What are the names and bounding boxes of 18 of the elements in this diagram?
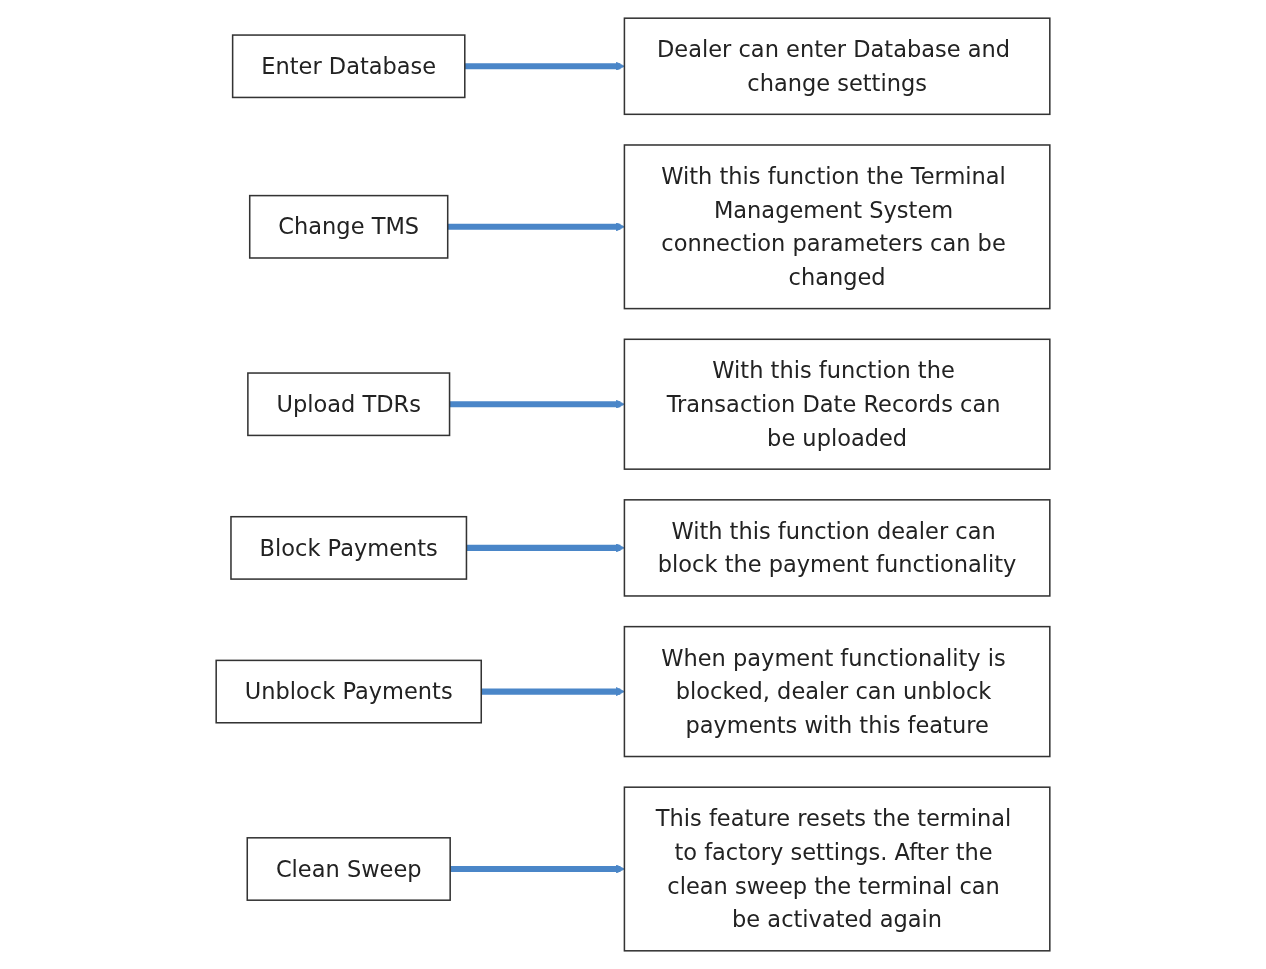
node-box: Change TMS [248, 194, 449, 259]
arrow [481, 687, 625, 697]
node-box: This feature resets the terminal to factory settings. After the clean sweep the terminal can be activated again [623, 786, 1051, 952]
node-box: Block Payments [230, 515, 468, 580]
node-box: With this function dealer can block the payment functionality [623, 499, 1051, 597]
arrow [450, 864, 625, 874]
arrow [447, 222, 625, 232]
node-box: Enter Database [231, 34, 466, 99]
node-box: With this function the Terminal Management System connection parameters can be changed [623, 144, 1051, 310]
arrow [449, 399, 625, 409]
node-box: With this function the Transaction Date Records can be uploaded [623, 338, 1051, 470]
arrow [464, 61, 625, 71]
node-box: Clean Sweep [246, 837, 451, 901]
node-box: Dealer can enter Database and change settings [623, 17, 1051, 116]
node-box: Upload TDRs [247, 372, 451, 437]
node-box: When payment functionality is blocked, dealer can unblock payments with this feature [623, 625, 1051, 758]
node-box: Unblock Payments [215, 659, 482, 724]
arrow [466, 543, 625, 553]
